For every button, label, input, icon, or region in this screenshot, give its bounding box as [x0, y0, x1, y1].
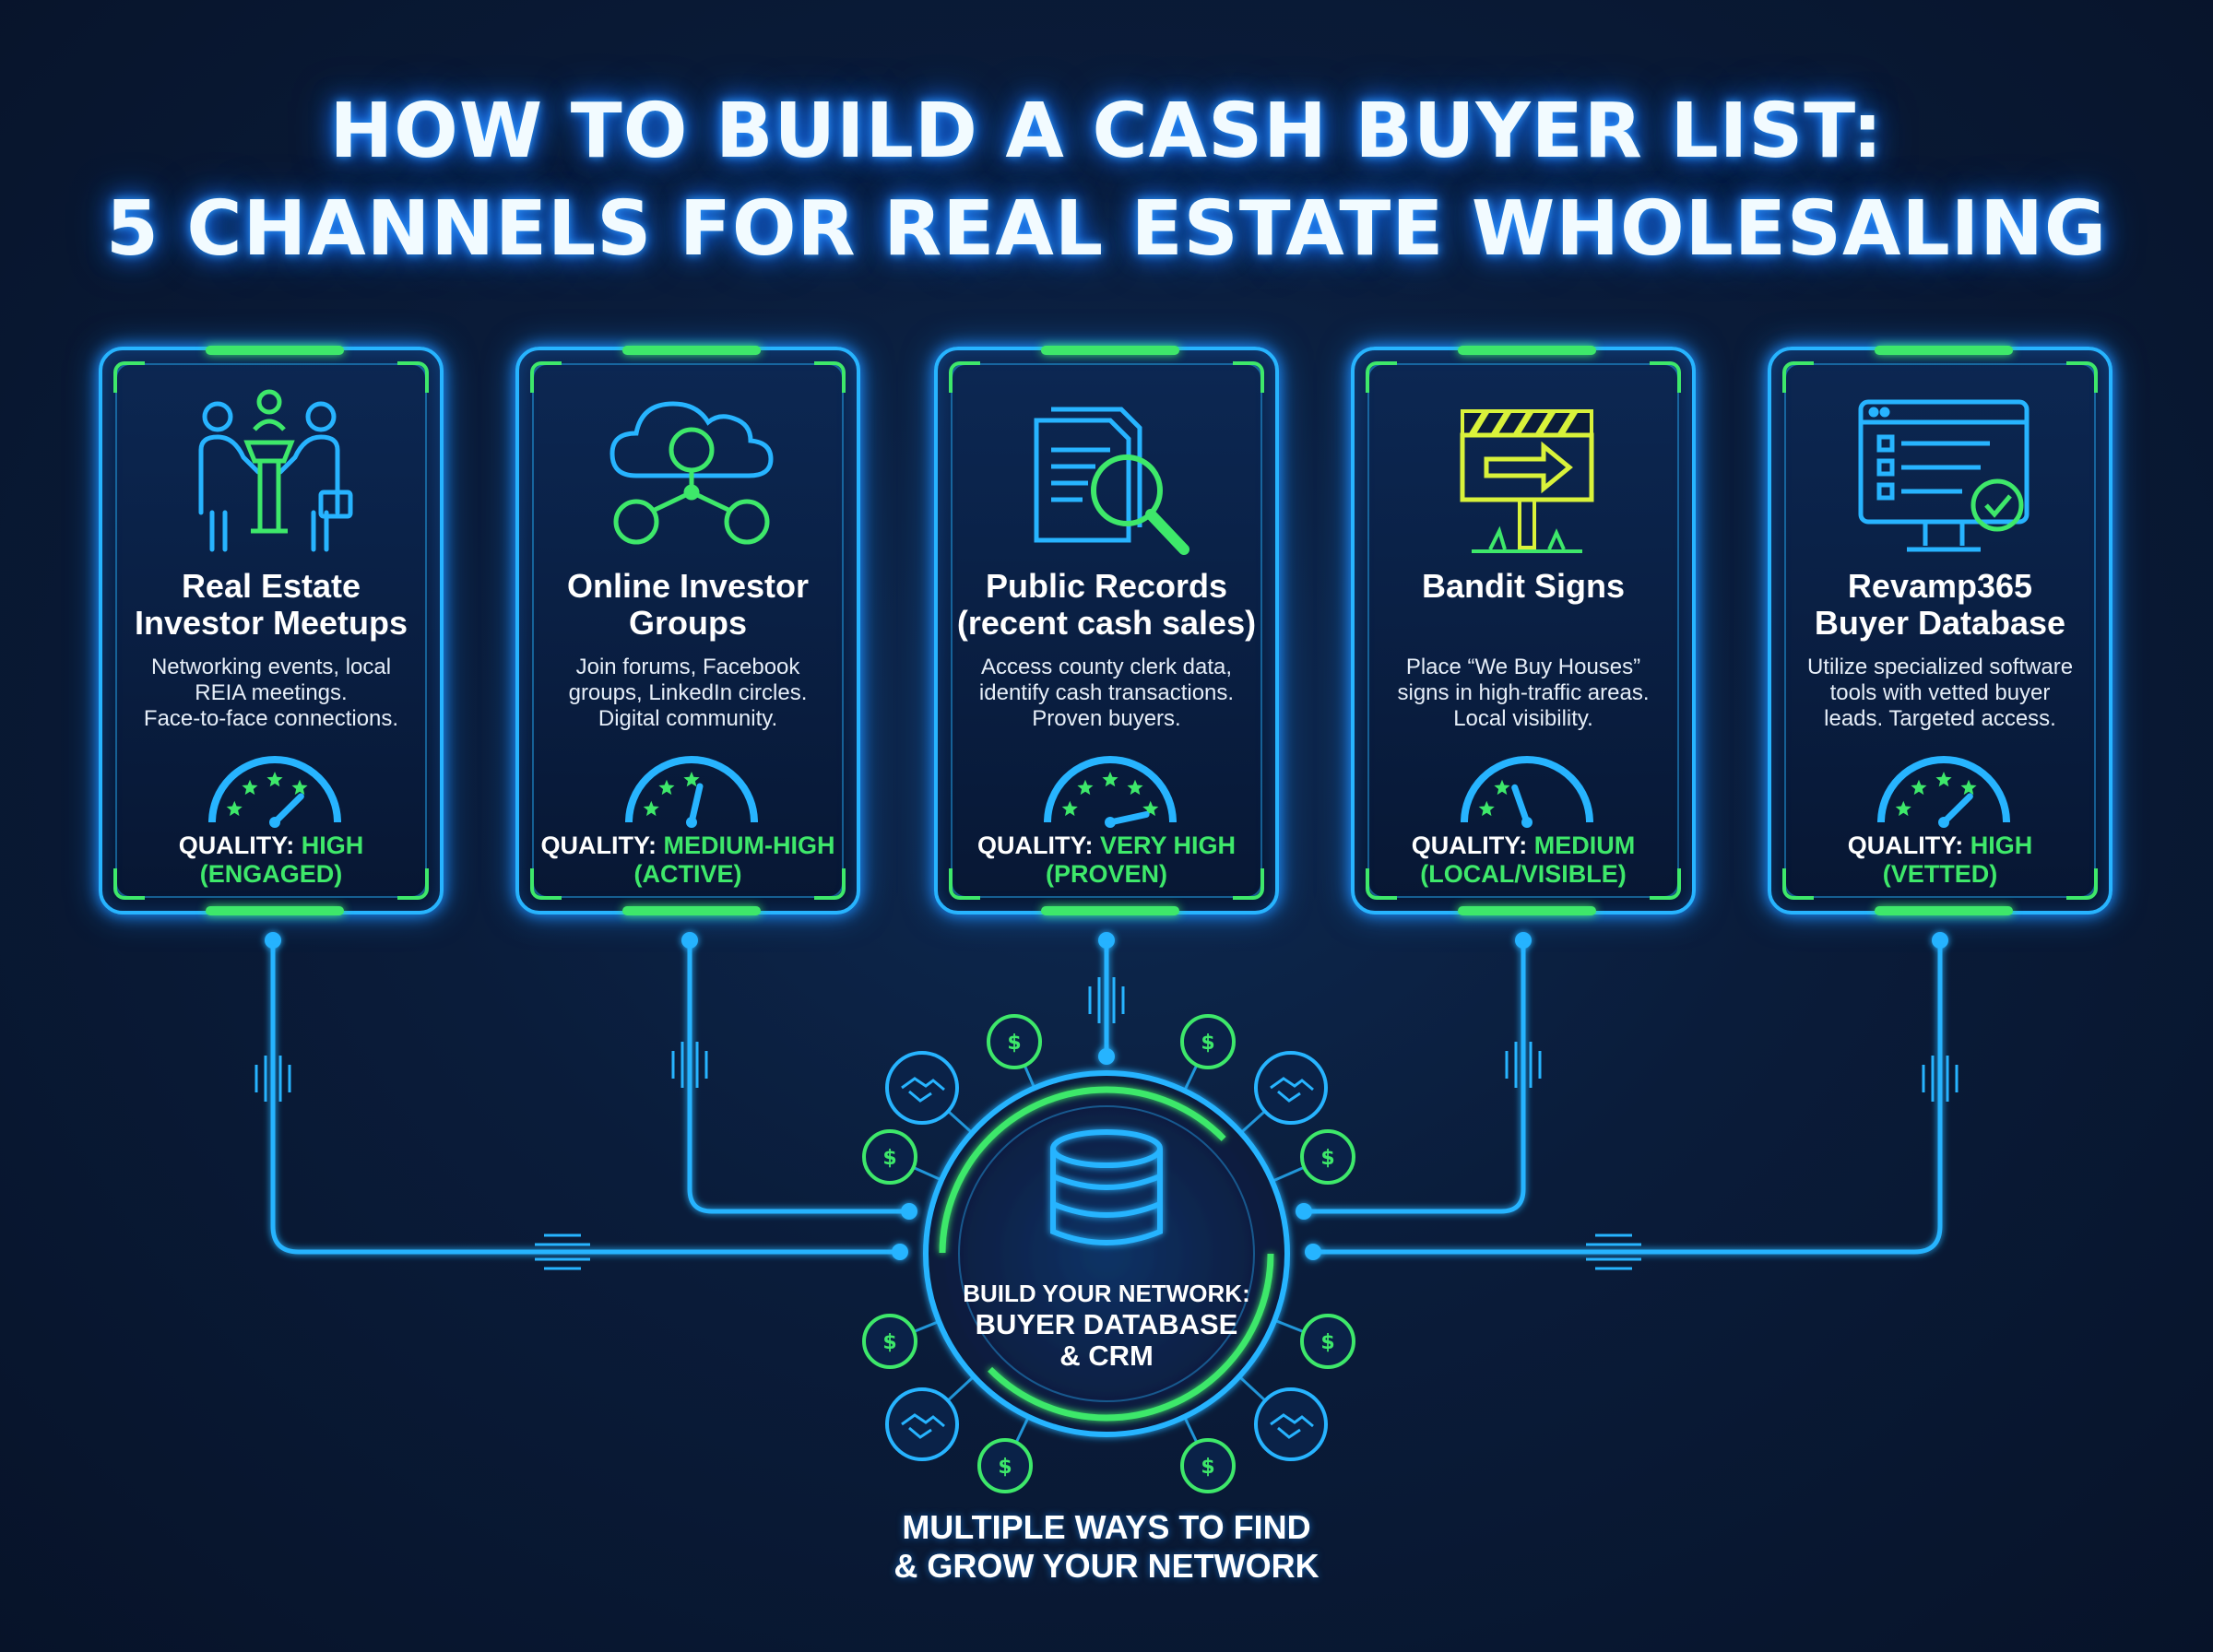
- connector-dots: [265, 932, 1948, 1260]
- handshake-node-icon: [1254, 1051, 1328, 1125]
- rating-star-icon: [1077, 779, 1094, 796]
- gauge-arc: [1044, 756, 1177, 823]
- document-search-icon: [1034, 407, 1189, 555]
- quality-rating: QUALITY: MEDIUM-HIGH (ACTIVE): [540, 832, 835, 888]
- title-line-1: HOW TO BUILD A CASH BUYER LIST:: [329, 88, 1884, 175]
- gauge-arc: [1877, 756, 2010, 823]
- rating-star-icon: [1478, 800, 1495, 817]
- handshake-node-icon: [885, 1051, 959, 1125]
- quality-gauge-icon: [1461, 756, 1593, 828]
- channel-card-bandit-signs: Bandit Signs Place “We Buy Houses”signs …: [1351, 346, 1696, 915]
- svg-text:$: $: [1201, 1032, 1214, 1055]
- rating-star-icon: [291, 779, 308, 796]
- quality-gauge-icon: [208, 756, 341, 828]
- gauge-needle: [1511, 784, 1531, 826]
- gauge-needle: [1106, 811, 1150, 826]
- gauge-pivot: [269, 817, 280, 828]
- rating-star-icon: [1061, 800, 1078, 817]
- handshake-node-icon: [885, 1387, 959, 1461]
- quality-gauge-icon: [1044, 756, 1177, 828]
- rating-star-icon: [1127, 779, 1143, 796]
- quality-gauge-icon: [625, 756, 758, 828]
- handshake-node-icon: [1254, 1387, 1328, 1461]
- gauge-arc: [625, 756, 758, 823]
- rating-star-icon: [226, 800, 243, 817]
- svg-text:$: $: [1201, 1456, 1214, 1479]
- hub-label: BUILD YOUR NETWORK: BUYER DATABASE & CRM: [931, 1278, 1282, 1372]
- gauge-pivot: [686, 817, 697, 828]
- monitor-checklist-icon: [1858, 399, 2030, 552]
- money-bag-node-icon: $: [1300, 1129, 1355, 1185]
- hub-label-line-2: BUYER DATABASE: [975, 1308, 1238, 1340]
- rating-star-icon: [1960, 779, 1977, 796]
- connector-lines: [270, 940, 1943, 1255]
- channel-description: Access county clerk data,identify cash t…: [978, 655, 1235, 731]
- quality-rating: QUALITY: HIGH (ENGAGED): [178, 832, 364, 888]
- quality-rating: QUALITY: MEDIUM (LOCAL/VISIBLE): [1411, 832, 1636, 888]
- money-bag-node-icon: $: [977, 1438, 1033, 1493]
- road-sign-icon: [1460, 409, 1594, 553]
- database-icon: [1050, 1129, 1163, 1245]
- hub-label-line-3: & CRM: [1059, 1339, 1154, 1372]
- quality-rating: QUALITY: HIGH (VETTED): [1847, 832, 2033, 888]
- quality-rating: QUALITY: VERY HIGH (PROVEN): [976, 832, 1237, 888]
- money-bag-node-icon: $: [1180, 1438, 1236, 1493]
- rating-star-icon: [266, 772, 283, 787]
- rating-star-icon: [1935, 772, 1952, 787]
- gauge-pivot: [1938, 817, 1949, 828]
- money-bag-node-icon: $: [987, 1014, 1042, 1069]
- rating-star-icon: [1895, 800, 1911, 817]
- gauge-needle: [688, 783, 704, 826]
- rating-star-icon: [1494, 779, 1510, 796]
- rating-star-icon: [658, 779, 675, 796]
- page-title: HOW TO BUILD A CASH BUYER LIST: 5 CHANNE…: [0, 83, 2213, 278]
- money-bag-node-icon: $: [862, 1314, 917, 1369]
- gauge-needle: [271, 793, 304, 826]
- title-line-2: 5 CHANNELS FOR REAL ESTATE WHOLESALING: [105, 185, 2108, 273]
- hub-circle: [923, 1070, 1290, 1437]
- svg-text:$: $: [1007, 1032, 1021, 1055]
- channel-description: Place “We Buy Houses”signs in high-traff…: [1397, 655, 1650, 731]
- channel-title: Bandit Signs: [1421, 567, 1625, 605]
- rating-star-icon: [1102, 772, 1118, 787]
- gauge-arc: [208, 756, 341, 823]
- gauge-pivot: [1105, 817, 1116, 828]
- svg-text:$: $: [1320, 1147, 1334, 1170]
- svg-text:$: $: [1320, 1331, 1334, 1354]
- money-bag-node-icon: $: [862, 1129, 917, 1185]
- channel-card-public-records: Public Records(recent cash sales) Access…: [934, 346, 1279, 915]
- signal-ticks: [254, 977, 1959, 1270]
- svg-text:$: $: [998, 1456, 1012, 1479]
- money-bag-node-icon: $: [1300, 1314, 1355, 1369]
- footer-caption: MULTIPLE WAYS TO FIND & GROW YOUR NETWOR…: [893, 1508, 1320, 1585]
- channel-title: Public Records(recent cash sales): [956, 567, 1257, 642]
- handshake-meetup-icon: [198, 389, 353, 552]
- cloud-people-icon: [609, 401, 774, 545]
- rating-star-icon: [1911, 779, 1927, 796]
- svg-text:$: $: [882, 1331, 896, 1354]
- money-bag-node-icon: $: [1180, 1014, 1236, 1069]
- gauge-pivot: [1521, 817, 1533, 828]
- rating-star-icon: [643, 800, 659, 817]
- rating-star-icon: [683, 772, 700, 787]
- gauge-needle: [1940, 793, 1973, 826]
- gauge-arc: [1461, 756, 1593, 823]
- quality-gauge-icon: [1877, 756, 2010, 828]
- svg-text:$: $: [882, 1147, 896, 1170]
- rating-star-icon: [242, 779, 258, 796]
- hub-label-line-1: BUILD YOUR NETWORK:: [963, 1280, 1250, 1307]
